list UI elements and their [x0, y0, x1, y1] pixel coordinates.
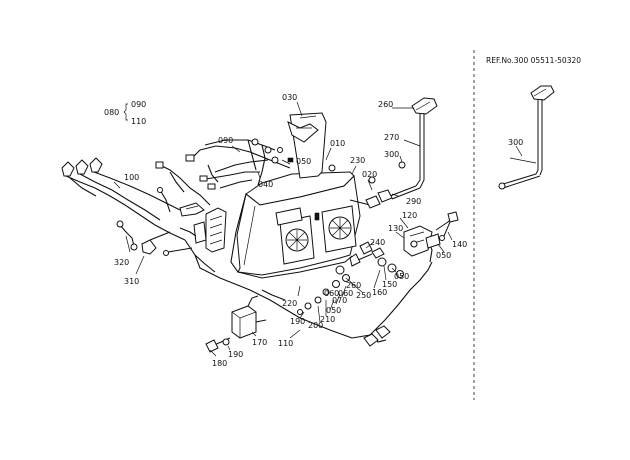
label-070: 070 [332, 296, 347, 305]
label-140: 140 [452, 240, 467, 249]
label-210: 210 [320, 315, 335, 324]
label-190-low: 190 [228, 350, 243, 359]
label-010: 010 [330, 139, 345, 148]
label-300-inset: 300 [508, 138, 523, 147]
leader-lines [113, 101, 523, 357]
switch-part-120 [403, 211, 459, 257]
label-180: 180 [212, 359, 227, 368]
label-100: 100 [124, 173, 139, 182]
label-240: 240 [370, 238, 385, 247]
label-130: 130 [388, 224, 403, 233]
label-120: 120 [402, 211, 417, 220]
label-110-group: 110 [131, 117, 146, 126]
inset-part-300 [498, 85, 555, 190]
ref-note: REF.No.300 05511-50320 [486, 56, 581, 65]
label-090: 090 [218, 136, 233, 145]
label-170: 170 [252, 338, 267, 347]
label-230: 230 [350, 156, 365, 165]
label-060-b: 060 [324, 289, 339, 298]
label-160: 160 [372, 288, 387, 297]
part-labels: 030 080 090 110 090 050 040 010 230 020 … [104, 93, 523, 368]
bolt-part-180 [205, 337, 231, 353]
pedal-part-270 [377, 97, 438, 203]
label-060-a: 060 [338, 289, 353, 298]
relay-part-170 [231, 295, 267, 339]
label-090-group: 090 [131, 100, 146, 109]
label-040: 040 [258, 180, 273, 189]
hardware-parts [277, 147, 404, 315]
label-050-right: 050 [436, 251, 451, 260]
label-190-mid: 190 [290, 317, 305, 326]
top-bracket [287, 112, 327, 179]
label-080: 080 [104, 108, 119, 117]
panel-cover [230, 171, 361, 279]
label-220: 220 [282, 299, 297, 308]
label-050-top: 050 [296, 157, 311, 166]
label-270: 270 [384, 133, 399, 142]
left-components [116, 187, 227, 256]
label-290: 290 [406, 197, 421, 206]
label-050-mid: 050 [394, 272, 409, 281]
wiring-harness-top [155, 138, 294, 206]
label-310: 310 [124, 277, 139, 286]
main-harness [61, 157, 433, 347]
label-150: 150 [382, 280, 397, 289]
group-bracket-080 [123, 103, 128, 121]
label-320: 320 [114, 258, 129, 267]
label-050-low: 050 [326, 306, 341, 315]
label-300: 300 [384, 150, 399, 159]
label-260: 260 [346, 281, 361, 290]
label-110: 110 [278, 339, 293, 348]
label-200: 200 [308, 321, 323, 330]
label-030: 030 [282, 93, 297, 102]
label-250: 250 [356, 291, 371, 300]
label-020: 020 [362, 170, 377, 179]
label-260-top: 260 [378, 100, 393, 109]
